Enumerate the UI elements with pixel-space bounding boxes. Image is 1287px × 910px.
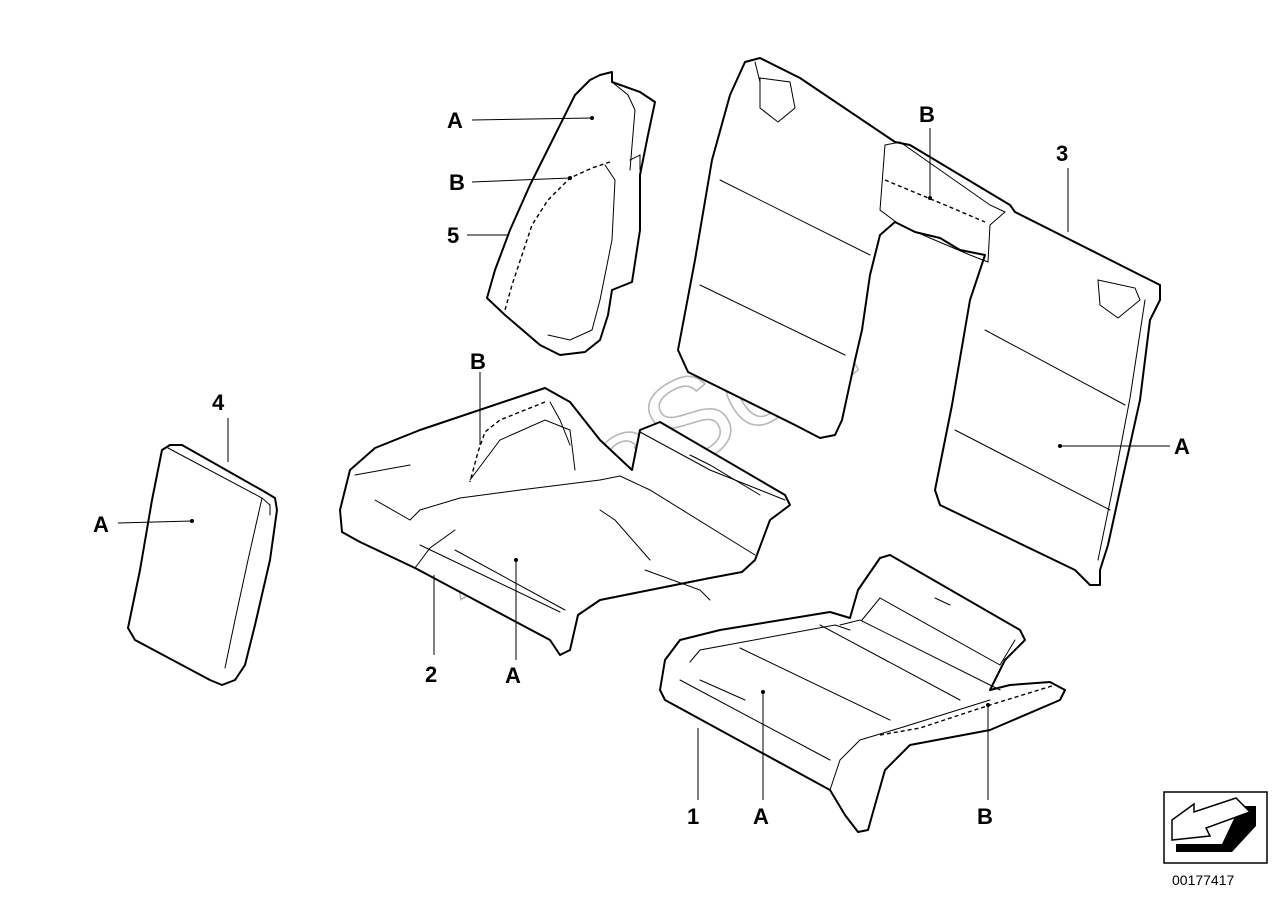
part-3-backrest (677, 57, 1161, 586)
part-5-side-bolster (486, 71, 656, 356)
callout-labels: A B 5 B B 3 A 4 A 2 A 1 A B (93, 102, 1190, 829)
part-1-seat-cover (659, 554, 1066, 833)
orientation-box: 00177417 (1163, 791, 1268, 888)
callout-b-part3: B (919, 102, 935, 127)
part-2-seat-cover (339, 387, 791, 656)
callout-b-part2: B (470, 349, 486, 374)
callout-b-part5: B (449, 170, 465, 195)
callout-a-part5: A (447, 108, 463, 133)
reference-number: 00177417 (1172, 872, 1235, 888)
callout-part-5: 5 (447, 223, 459, 248)
part-4-side-cushion (127, 444, 278, 686)
callout-a-part4: A (93, 512, 109, 537)
callout-a-part1: A (753, 804, 769, 829)
direction-arrow-icon (1171, 797, 1256, 852)
callout-a-part2: A (505, 663, 521, 688)
leader-lines (117, 116, 1170, 800)
callout-b-part1: B (977, 804, 993, 829)
callout-part-1: 1 (687, 804, 699, 829)
callout-a-part3: A (1174, 434, 1190, 459)
callout-part-2: 2 (425, 662, 437, 687)
callout-part-4: 4 (212, 390, 225, 415)
callout-part-3: 3 (1056, 141, 1068, 166)
